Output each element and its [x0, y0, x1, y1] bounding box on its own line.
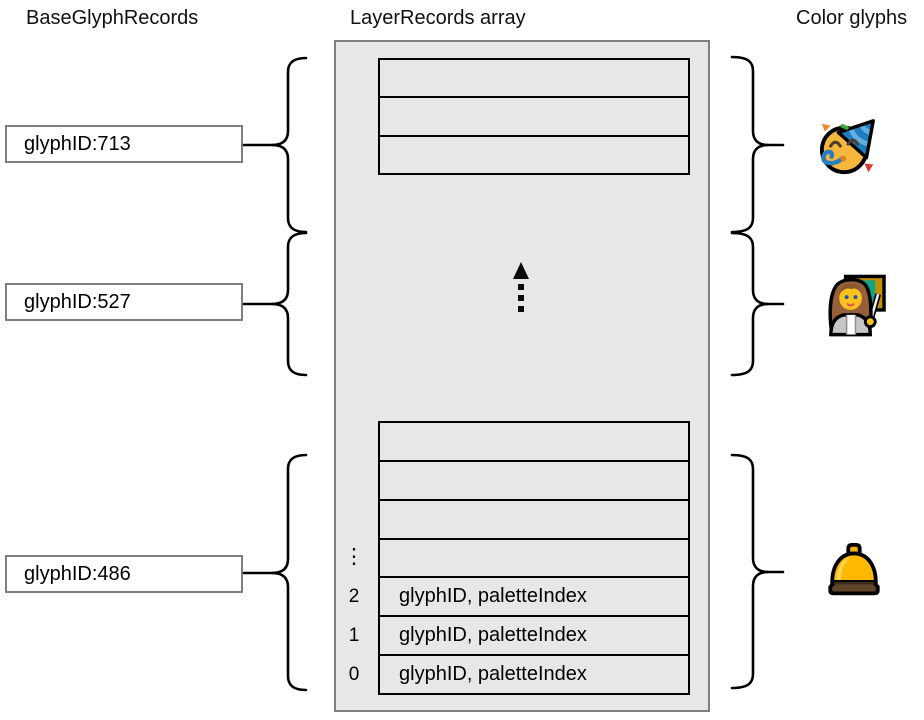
base-glyph-record-label: glyphID:486: [24, 562, 131, 585]
layer-records-top-group: [378, 58, 690, 175]
base-glyph-record-box: glyphID:527: [5, 283, 243, 321]
row-index: 1: [348, 625, 360, 646]
layer-record-row: [380, 60, 688, 96]
brace-left-top: [271, 56, 308, 234]
partying-face-emoji: [819, 119, 875, 175]
dotted-up-arrow-icon: [513, 262, 529, 312]
brace-right-middle: [730, 231, 769, 377]
brace-right-top: [730, 55, 769, 234]
brace-left-middle: [271, 231, 308, 377]
layer-record-row: [380, 134, 688, 173]
layer-records-array-title: LayerRecords array: [350, 7, 526, 29]
base-glyph-record-box: glyphID:486: [5, 555, 243, 593]
brace-left-bottom: [271, 453, 308, 692]
layer-record-row: [380, 423, 688, 460]
base-glyph-records-title: BaseGlyphRecords: [26, 7, 199, 29]
layer-record-row: [380, 459, 688, 499]
woman-teacher-emoji: [828, 274, 886, 337]
row-index: 0: [348, 664, 360, 685]
base-glyph-record-label: glyphID:527: [24, 290, 131, 313]
layer-record-row: glyphID, paletteIndex: [380, 615, 688, 654]
layer-records-bottom-group: glyphID, paletteIndex glyphID, paletteIn…: [378, 421, 690, 695]
row-index: 2: [348, 586, 360, 607]
base-glyph-record-label: glyphID:713: [24, 132, 131, 155]
layer-record-row: glyphID, paletteIndex: [380, 576, 688, 615]
layer-record-row: [380, 96, 688, 134]
layer-record-row: [380, 537, 688, 577]
brace-right-bottom: [730, 453, 769, 690]
row-index-ellipsis: ⋮: [343, 545, 365, 568]
color-glyphs-title: Color glyphs: [796, 7, 908, 29]
base-glyph-record-box: glyphID:713: [5, 125, 243, 163]
layer-record-row: glyphID, paletteIndex: [380, 654, 688, 693]
layer-record-row: [380, 498, 688, 538]
bellhop-bell-emoji: [828, 543, 880, 596]
